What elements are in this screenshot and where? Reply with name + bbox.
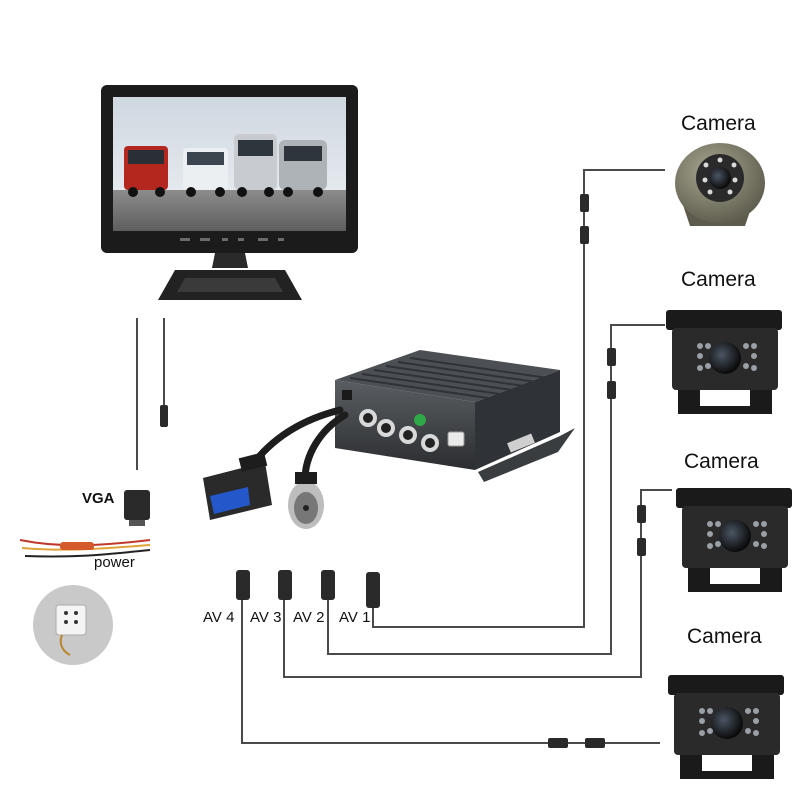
av1-plug [366, 572, 380, 608]
av3-plug [278, 570, 292, 600]
inline-connectors [160, 194, 646, 748]
inline-connector [548, 738, 568, 748]
aviation-connector [288, 472, 324, 529]
truck-white [183, 148, 228, 197]
inline-connector [580, 194, 589, 212]
truck-red [124, 146, 168, 197]
monitor-buttons [180, 238, 284, 241]
av3-wire [283, 489, 672, 678]
av3-label: AV 3 [250, 609, 282, 626]
status-led-green [414, 414, 426, 426]
power-port [447, 431, 465, 447]
power-label: power [94, 554, 135, 571]
camera-3-box [676, 488, 792, 592]
power-wires [19, 539, 151, 558]
vga-label: VGA [82, 490, 115, 507]
vga-plug [124, 490, 150, 526]
av2-plug [321, 570, 335, 600]
monitor-stand [212, 253, 248, 268]
inline-connector [580, 226, 589, 244]
av1-wire [372, 169, 665, 628]
av4-plug [236, 570, 250, 600]
inline-connector [607, 381, 616, 399]
monitor [101, 85, 358, 300]
camera-1-dome [675, 143, 765, 226]
camera-1-label: Camera [681, 112, 756, 135]
camera-4-label: Camera [687, 625, 762, 648]
inline-connector [160, 405, 168, 427]
camera-2-box [666, 310, 782, 414]
dvr-front [335, 380, 475, 470]
camera-3-label: Camera [684, 450, 759, 473]
inline-connector [637, 505, 646, 523]
inline-connector [585, 738, 605, 748]
dvr-side [475, 370, 560, 470]
vga-connector [203, 452, 272, 520]
dvr-device [335, 350, 575, 482]
av2-wire [327, 324, 665, 655]
inline-connector [637, 538, 646, 556]
truck-grey [279, 140, 327, 197]
wiring [136, 169, 672, 744]
camera-4-box [668, 675, 784, 779]
switch-image [33, 585, 113, 665]
av1-label: AV 1 [339, 609, 371, 626]
camera-2-label: Camera [681, 268, 756, 291]
av2-label: AV 2 [293, 609, 325, 626]
av4-label: AV 4 [203, 609, 235, 626]
aviation-ports [359, 409, 439, 452]
av4-wire [241, 600, 660, 744]
truck-silver [234, 134, 277, 197]
inline-connector [607, 348, 616, 366]
monitor-road [113, 190, 346, 231]
av-plugs [236, 570, 380, 608]
